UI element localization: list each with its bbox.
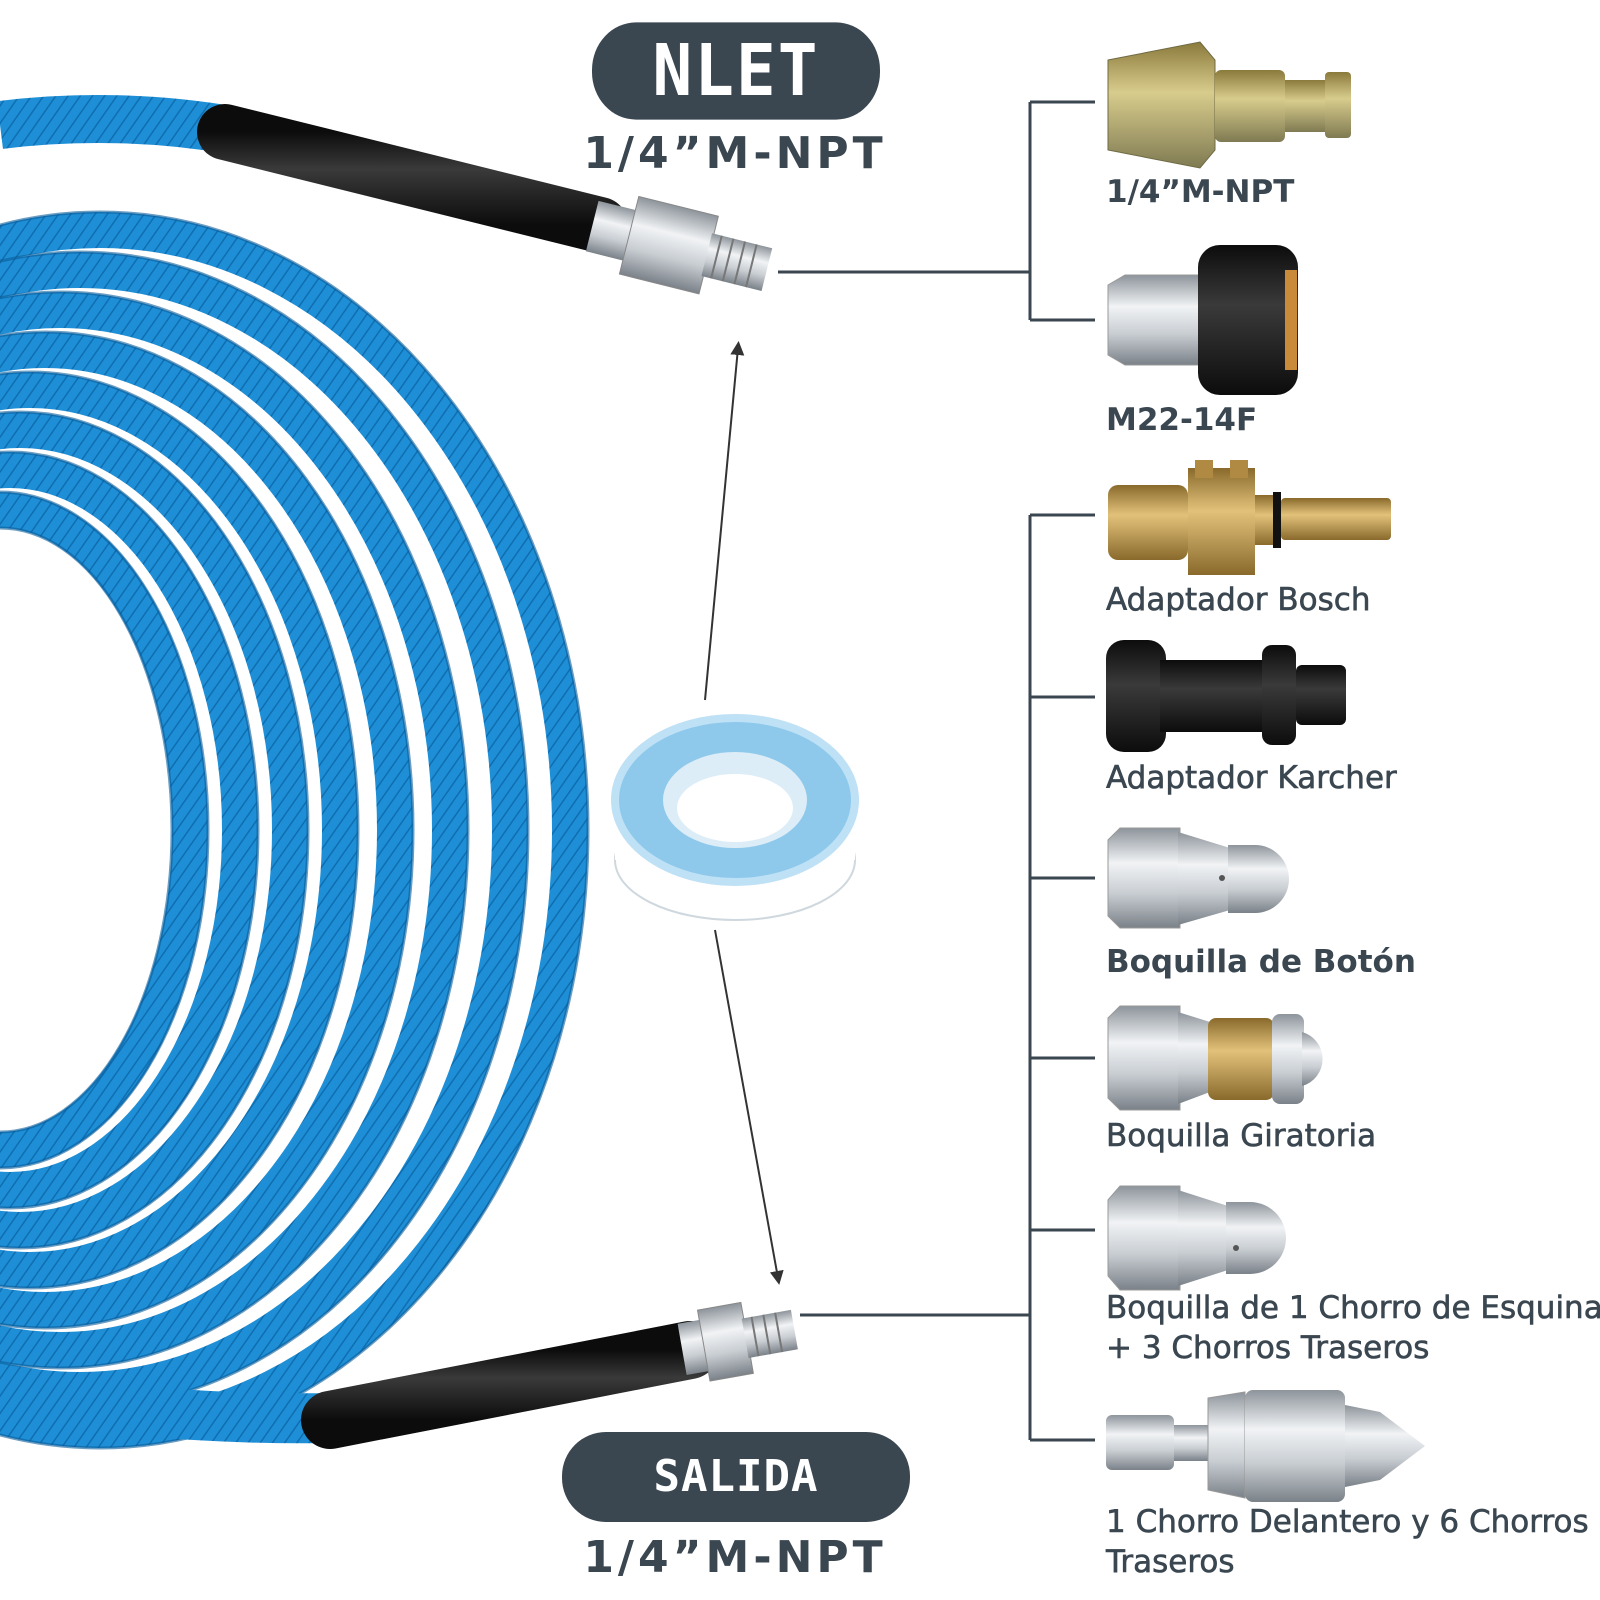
- teflon-tape-icon: [611, 714, 859, 921]
- accessory-label-quick-plug: 1/4”M-NPT: [1106, 174, 1295, 210]
- accessory-label-karcher: Adaptador Karcher: [1106, 760, 1397, 797]
- front-rear-jet-nozzle-icon: [1106, 1390, 1425, 1502]
- accessory-label-corner-jet-line1: Boquilla de 1 Chorro de Esquina: [1106, 1290, 1600, 1327]
- inlet-hose-end: [0, 95, 773, 295]
- inlet-badge: NLET: [592, 22, 880, 120]
- outlet-spec: 1/4”M-NPT: [583, 1532, 887, 1583]
- hose-coil-shading: [0, 210, 590, 1450]
- inlet-spec: 1/4”M-NPT: [583, 128, 887, 179]
- hose-coil: [0, 212, 588, 1448]
- accessory-label-bosch: Adaptador Bosch: [1106, 582, 1371, 619]
- accessory-label-front-rear-line2: Traseros: [1106, 1544, 1235, 1581]
- corner-jet-nozzle-icon: [1107, 1185, 1286, 1291]
- accessory-label-rotating-nozzle: Boquilla Giratoria: [1106, 1118, 1377, 1155]
- quick-connect-plug-icon: [1107, 41, 1351, 169]
- outlet-badge: SALIDA: [562, 1432, 910, 1522]
- button-nozzle-icon: [1107, 827, 1289, 929]
- accessory-label-front-rear-line1: 1 Chorro Delantero y 6 Chorros: [1106, 1504, 1589, 1541]
- rotating-nozzle-icon: [1107, 1005, 1323, 1111]
- karcher-adapter-icon: [1106, 640, 1346, 752]
- accessory-label-m22: M22-14F: [1106, 402, 1258, 438]
- outlet-hose-end: [0, 1301, 798, 1449]
- thread-arrows: [704, 341, 784, 1285]
- accessory-label-corner-jet-line2: + 3 Chorros Traseros: [1106, 1330, 1430, 1367]
- m22-coupler-icon: [1107, 245, 1298, 395]
- bosch-adapter-icon: [1108, 460, 1391, 575]
- accessory-label-button-nozzle: Boquilla de Botón: [1106, 944, 1416, 980]
- connector-lines: [778, 100, 1095, 1442]
